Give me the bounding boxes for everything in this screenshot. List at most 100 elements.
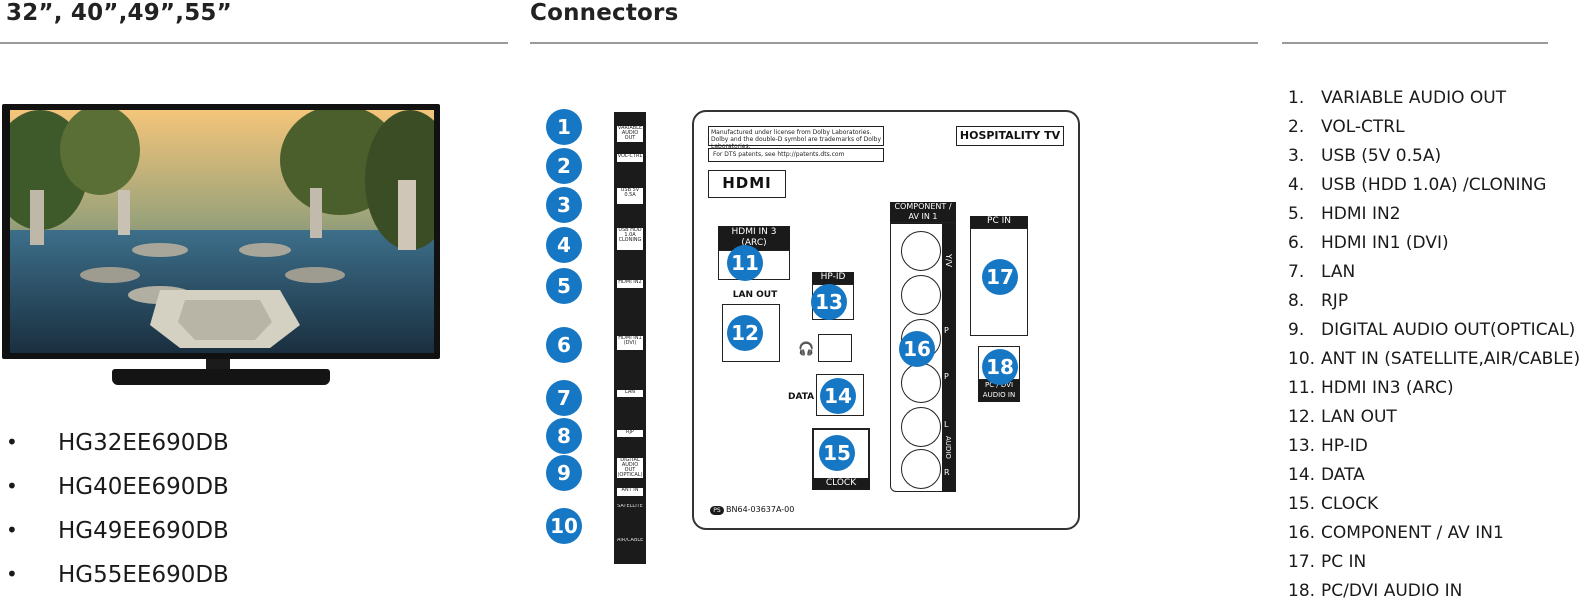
headphone-port xyxy=(818,334,852,362)
audio-label: AUDIO xyxy=(944,436,952,459)
item-number: 11. xyxy=(1288,378,1316,398)
audio-r-port xyxy=(901,449,941,489)
item-label: LAN OUT xyxy=(1321,407,1397,427)
tv-screen-scene xyxy=(10,110,434,353)
data-label: DATA xyxy=(788,392,815,402)
hp-id-label: HP-ID xyxy=(812,272,854,284)
item-label: COMPONENT / AV IN1 xyxy=(1321,523,1504,543)
connector-badge-7: 7 xyxy=(546,380,582,416)
item-label: DATA xyxy=(1321,465,1365,485)
item-number: 7. xyxy=(1288,262,1305,282)
item-label: HDMI IN1 (DVI) xyxy=(1321,233,1449,253)
item-number: 1. xyxy=(1288,88,1305,108)
item-label: PC IN xyxy=(1321,552,1367,572)
connector-badge-14: 14 xyxy=(820,378,856,414)
model-name: HG55EE690DB xyxy=(58,562,229,588)
side-label-ant-in: ANT IN xyxy=(617,488,643,496)
item-label: RJP xyxy=(1321,291,1349,311)
side-label-lan: LAN xyxy=(617,390,643,397)
connector-badge-3: 3 xyxy=(546,187,582,223)
list-rule xyxy=(1282,42,1548,44)
connector-badge-1: 1 xyxy=(546,109,582,145)
item-number: 8. xyxy=(1288,291,1305,311)
item-label: USB (5V 0.5A) xyxy=(1321,146,1442,166)
connector-badge-8: 8 xyxy=(546,418,582,454)
connector-badge-6: 6 xyxy=(546,327,582,363)
connector-badge-16: 16 xyxy=(899,331,935,367)
item-number: 3. xyxy=(1288,146,1305,166)
item-number: 17. xyxy=(1288,552,1316,572)
connector-badge-4: 4 xyxy=(546,227,582,263)
clock-label: CLOCK xyxy=(812,478,870,490)
connectors-rule xyxy=(530,42,1258,44)
side-label-usb-hdd: USB HDD 1.0A CLONING xyxy=(617,228,643,250)
ps-mark: PS xyxy=(710,506,724,515)
side-letter-y: Y/V xyxy=(944,254,953,268)
connector-badge-5: 5 xyxy=(546,268,582,304)
pc-dvi-audio-label: PC / DVI AUDIO IN xyxy=(978,380,1020,402)
side-label-hdmi-in1: HDMI IN1 (DVI) xyxy=(617,336,643,350)
item-number: 6. xyxy=(1288,233,1305,253)
hdmi-logo: HDMI xyxy=(708,170,786,198)
item-label: LAN xyxy=(1321,262,1356,282)
side-label-satellite: SATELLITE xyxy=(617,504,643,516)
item-number: 2. xyxy=(1288,117,1305,137)
side-label-vol-ctrl: VOL-CTRL xyxy=(617,154,643,162)
side-label-air-cable: AIR/CABLE xyxy=(617,538,643,548)
connector-badge-10: 10 xyxy=(546,508,582,544)
side-label-rjp: RJP xyxy=(617,430,643,437)
tv-neck xyxy=(206,359,230,371)
dts-text: For DTS patents, see http://patents.dts.… xyxy=(708,148,884,162)
side-letter-pb: P xyxy=(944,326,949,335)
side-label-digital-audio-out: DIGITAL AUDIO OUT (OPTICAL) xyxy=(617,458,643,478)
item-label: VOL-CTRL xyxy=(1321,117,1405,137)
connector-badge-15: 15 xyxy=(819,435,855,471)
item-label: USB (HDD 1.0A) /CLONING xyxy=(1321,175,1547,195)
connector-badge-18: 18 xyxy=(982,349,1018,385)
component-label: COMPONENT / AV IN 1 xyxy=(890,202,956,224)
model-name: HG49EE690DB xyxy=(58,518,229,544)
bullet: • xyxy=(6,518,18,542)
connector-badge-9: 9 xyxy=(546,455,582,491)
brand-badge: HOSPITALITY TV xyxy=(956,126,1064,146)
pc-in-label: PC IN xyxy=(970,216,1028,228)
item-number: 15. xyxy=(1288,494,1316,514)
item-number: 18. xyxy=(1288,581,1316,601)
item-number: 14. xyxy=(1288,465,1316,485)
side-letter-r: R xyxy=(944,468,950,477)
side-label-variable-audio-out: VARIABLE AUDIO OUT xyxy=(617,126,643,142)
headphone-icon: 🎧 xyxy=(798,342,815,357)
sizes-rule xyxy=(0,42,508,44)
item-number: 16. xyxy=(1288,523,1316,543)
component-video-port xyxy=(901,275,941,315)
item-label: HDMI IN3 (ARC) xyxy=(1321,378,1454,398)
component-side-bar: Y/V P P L AUDIO R xyxy=(942,224,956,492)
item-label: ANT IN (SATELLITE,AIR/CABLE) xyxy=(1321,349,1581,369)
lan-out-label: LAN OUT xyxy=(732,290,778,300)
bullet: • xyxy=(6,430,18,454)
item-label: HP-ID xyxy=(1321,436,1368,456)
sizes-heading: 32”, 40”,49”,55” xyxy=(6,0,232,26)
tv-image xyxy=(0,104,440,388)
item-number: 12. xyxy=(1288,407,1316,427)
tv-stand xyxy=(112,369,330,385)
side-connector-panel: VARIABLE AUDIO OUT VOL-CTRL USB 5V 0.5A … xyxy=(614,112,646,564)
item-label: VARIABLE AUDIO OUT xyxy=(1321,88,1507,108)
component-pr-port xyxy=(901,363,941,403)
item-number: 13. xyxy=(1288,436,1316,456)
connector-badge-11: 11 xyxy=(727,245,763,281)
rear-connector-panel: Manufactured under license from Dolby La… xyxy=(692,110,1080,530)
bullet: • xyxy=(6,562,18,586)
item-label: PC/DVI AUDIO IN xyxy=(1321,581,1463,601)
connector-badge-17: 17 xyxy=(982,259,1018,295)
connector-badge-13: 13 xyxy=(811,284,847,320)
item-label: HDMI IN2 xyxy=(1321,204,1401,224)
item-number: 4. xyxy=(1288,175,1305,195)
audio-l-port xyxy=(901,407,941,447)
bullet: • xyxy=(6,474,18,498)
connector-badge-2: 2 xyxy=(546,148,582,184)
component-y-port xyxy=(901,231,941,271)
side-letter-l: L xyxy=(944,420,949,429)
model-name: HG40EE690DB xyxy=(58,474,229,500)
item-label: CLOCK xyxy=(1321,494,1379,514)
